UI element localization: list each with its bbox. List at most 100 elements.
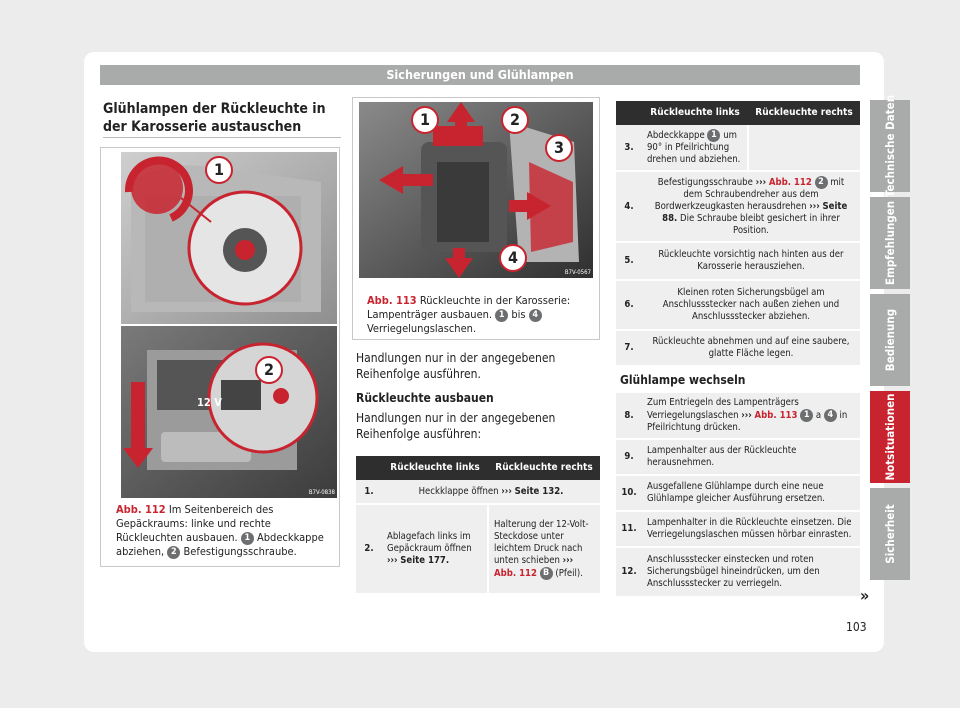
- figure-113-caption-text-1: Rückleuchte in der Karosserie: Lampenträ…: [367, 294, 571, 321]
- figure-113-caption-text-2: Verriegelungslaschen.: [367, 322, 477, 335]
- row-text: Befestigungsschraube ››› Abb. 112 2 mit …: [642, 171, 860, 243]
- row-number: 9.: [616, 439, 642, 476]
- row-number: 2.: [356, 504, 382, 595]
- figure-112: A B 1 2 12 V B7V-0838 Abb. 112 Im Seiten…: [100, 147, 340, 567]
- tab-label: Technische Daten: [883, 94, 897, 198]
- row-right-text-end: (Pfeil).: [555, 567, 583, 579]
- row-text-a: Zum Entriegeln des Lampenträgers Verrieg…: [647, 397, 799, 421]
- row-left-cell: Abdeckkappe 1 um 90° in Pfeilrichtung dr…: [642, 125, 748, 172]
- figure-112-image: A B 1 2 12 V B7V-0838: [121, 152, 337, 498]
- row-text-mid: a: [815, 410, 822, 421]
- figure-113-callout-2: 2: [501, 106, 529, 134]
- table-continued: Rückleuchte links Rückleuchte rechts 3. …: [616, 101, 860, 367]
- row-circle-4: 4: [823, 409, 837, 422]
- middle-paragraph-1: Handlungen nur in der angegebenen Reihen…: [356, 351, 556, 381]
- row-ref-arrows: ›››: [741, 410, 752, 421]
- figure-113-caption-num-4: 4: [528, 309, 542, 322]
- figure-112-caption: Abb. 112 Im Seitenbereich des Gepäckraum…: [116, 503, 336, 559]
- row-circle-b: B: [539, 566, 553, 580]
- row-number: 1.: [356, 480, 382, 505]
- row-text-b: in Pfeilrichtung drücken.: [647, 410, 848, 433]
- row-ref-arrows: ›››: [809, 201, 820, 212]
- figure-113-abb: Abb. 113: [367, 294, 417, 307]
- page-number: 103: [846, 620, 867, 634]
- row-text: Lampenhalter in die Rückleuchte einsetze…: [642, 511, 860, 548]
- gluehlampe-heading: Glühlampe wechseln: [620, 373, 746, 387]
- row-figure-ref[interactable]: Abb. 112: [494, 567, 537, 579]
- row-left-text: Ablagefach links im Gepäckraum öffnen: [387, 531, 472, 554]
- table-header-right: Rückleuchte rechts: [488, 456, 600, 480]
- row-figure-ref[interactable]: Abb. 112: [768, 177, 812, 188]
- figure-112-caption-text-3: Befestigungsschraube.: [183, 545, 297, 558]
- row-circle-1: 1: [707, 129, 721, 142]
- tab-label: Notsituationen: [883, 393, 897, 481]
- row-text: Anschlussstecker einstecken und roten Si…: [642, 547, 860, 598]
- tab-bedienung[interactable]: Bedienung: [870, 294, 910, 386]
- table-header-left: Rückleuchte links: [382, 456, 488, 480]
- table-row: 4. Befestigungsschraube ››› Abb. 112 2 m…: [616, 171, 860, 243]
- row-left-cell: Ablagefach links im Gepäckraum öffnen ››…: [382, 504, 488, 595]
- row-text-a: Heckklappe öffnen: [418, 485, 499, 497]
- row-text: Heckklappe öffnen ››› Seite 132.: [382, 480, 600, 505]
- table-row: 6. Kleinen roten Sicherungsbügel am Ansc…: [616, 280, 860, 331]
- table-row: 11. Lampenhalter in die Rückleuchte eins…: [616, 511, 860, 548]
- row-text-a: Abdeckkappe: [647, 130, 705, 141]
- row-page-ref[interactable]: Seite 177.: [400, 555, 450, 566]
- figure-113: 1 2 3 4 B7V-0567 Abb. 113 Rückleuchte in…: [352, 97, 600, 340]
- table-continued-header: Rückleuchte links Rückleuchte rechts: [616, 101, 860, 125]
- title-divider: [103, 137, 341, 138]
- table-ausbauen-header: Rückleuchte links Rückleuchte rechts: [356, 456, 600, 480]
- row-ref-arrows: ›››: [562, 554, 574, 566]
- row-number: 10.: [616, 475, 642, 512]
- figure-112-caption-text-2: Abdeckkappe abziehen,: [116, 531, 324, 558]
- tab-technische-daten[interactable]: Technische Daten: [870, 95, 910, 197]
- row-number: 8.: [616, 393, 642, 440]
- figure-113-code: B7V-0567: [564, 269, 591, 276]
- figure-112-caption-num-1: 1: [240, 532, 254, 545]
- row-right-text: Halterung der 12-Volt-Steckdose unter le…: [494, 518, 589, 566]
- table-row: 1. Heckklappe öffnen ››› Seite 132.: [356, 480, 600, 505]
- tab-empfehlungen[interactable]: Empfehlungen: [870, 197, 910, 289]
- row-text-b: mit dem Schraubendreher aus dem Bordwerk…: [654, 177, 845, 212]
- table-row: 8. Zum Entriegeln des Lampenträgers Verr…: [616, 393, 860, 440]
- tab-sicherheit[interactable]: Sicherheit: [870, 488, 910, 580]
- figure-113-caption: Abb. 113 Rückleuchte in der Karosserie: …: [367, 294, 595, 336]
- row-text-c: Die Schraube bleibt gesichert in ihrer P…: [680, 213, 840, 236]
- row-number: 4.: [616, 171, 642, 243]
- row-page-ref[interactable]: Seite 88.: [662, 201, 848, 224]
- middle-heading: Rückleuchte ausbauen: [356, 391, 494, 405]
- figure-112-abb: Abb. 112: [116, 503, 166, 516]
- figure-113-callout-3: 3: [545, 134, 573, 162]
- table-row: 2. Ablagefach links im Gepäckraum öffnen…: [356, 504, 600, 595]
- row-text: Kleinen roten Sicherungsbügel am Anschlu…: [642, 280, 860, 331]
- next-page-arrow[interactable]: »: [860, 586, 870, 605]
- row-circle-1: 1: [800, 409, 814, 422]
- row-text: Lampenhalter aus der Rückleuchte herausn…: [642, 439, 860, 476]
- tab-notsituationen[interactable]: Notsituationen: [870, 391, 910, 483]
- figure-112-illustration: [121, 152, 337, 498]
- figure-112-caption-num-2: 2: [167, 546, 181, 559]
- row-circle-2: 2: [814, 176, 828, 189]
- row-page-ref[interactable]: Seite 132.: [514, 485, 564, 497]
- figure-112-caption-text-1: Im Seitenbereich des Gepäckraums: linke …: [116, 503, 274, 544]
- table-row: 7. Rückleuchte abnehmen und auf eine sau…: [616, 330, 860, 367]
- table-header-blank: [356, 456, 382, 480]
- row-number: 12.: [616, 547, 642, 598]
- tab-label: Sicherheit: [883, 504, 897, 564]
- row-number: 7.: [616, 330, 642, 367]
- row-number: 5.: [616, 242, 642, 281]
- table-row: 10. Ausgefallene Glühlampe durch eine ne…: [616, 475, 860, 512]
- row-right-cell-empty: [747, 125, 860, 172]
- row-ref-arrows: ›››: [501, 485, 512, 497]
- row-figure-ref[interactable]: Abb. 113: [754, 410, 798, 421]
- figure-112-callout-2: 2: [255, 356, 283, 384]
- row-ref-arrows: ›››: [755, 177, 767, 188]
- table-row: 12. Anschlussstecker einstecken und rote…: [616, 547, 860, 598]
- row-text: Ausgefallene Glühlampe durch eine neue G…: [642, 475, 860, 512]
- figure-112-callout-1: 1: [205, 156, 233, 184]
- row-text-a: Befestigungsschraube: [657, 177, 753, 188]
- figure-113-callout-4: 4: [499, 244, 527, 272]
- row-number: 6.: [616, 280, 642, 331]
- row-text: Rückleuchte vorsichtig nach hinten aus d…: [642, 242, 860, 281]
- table-row: 9. Lampenhalter aus der Rückleuchte hera…: [616, 439, 860, 476]
